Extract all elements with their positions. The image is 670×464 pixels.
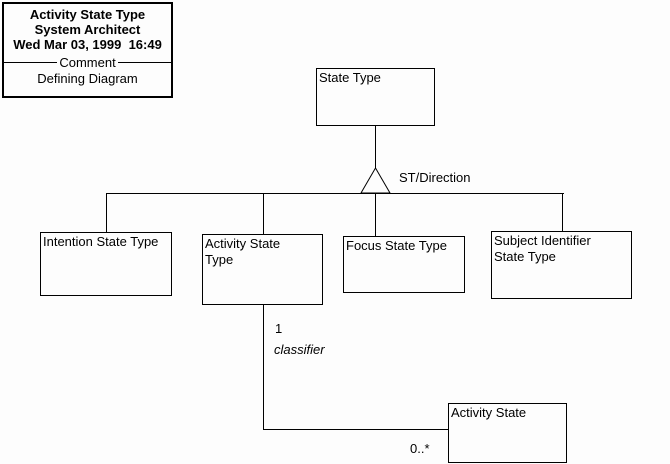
edge-to-activity-state-type [263,193,264,234]
generalization-label: ST/Direction [399,170,471,185]
node-intention-state-type[interactable]: Intention State Type [40,232,172,296]
node-subject-identifier-state-type[interactable]: Subject Identifier State Type [491,231,632,299]
defining-diagram-label: Defining Diagram [37,71,138,86]
node-activity-state-type[interactable]: Activity State Type [202,234,323,305]
generalization-tree-bar [106,193,564,194]
node-activity-state-label: Activity State [451,405,527,420]
edge-to-intention-state-type [106,193,107,232]
node-state-type-label: State Type [319,70,381,85]
comment-divider-label: Comment [59,55,116,70]
multiplicity-many-label: 0..* [410,441,430,456]
generalization-triangle-icon [360,167,391,194]
node-focus-state-type[interactable]: Focus State Type [343,236,465,293]
edge-statetype-to-triangle [375,126,376,168]
diagram-title: Activity State Type [29,7,146,22]
comment-divider: Comment [4,55,172,70]
association-vertical-segment [263,305,264,429]
edge-to-subject-identifier-state-type [562,193,563,231]
diagram-timestamp: Wed Mar 03, 1999 16:49 [13,37,162,52]
node-state-type[interactable]: State Type [316,68,435,126]
role-classifier-label: classifier [274,342,325,357]
divider-rule-left [4,62,58,63]
diagram-title-box: Activity State Type System Architect Wed… [2,2,173,98]
node-focus-state-type-label: Focus State Type [346,238,447,253]
divider-rule-right [117,62,172,63]
association-horizontal-segment [263,429,449,430]
tool-name: System Architect [34,22,141,37]
edge-to-focus-state-type [375,193,376,236]
multiplicity-one-label: 1 [275,321,283,336]
node-subject-identifier-state-type-label: Subject Identifier State Type [494,233,591,264]
node-activity-state-type-label: Activity State Type [205,236,281,267]
node-intention-state-type-label: Intention State Type [43,234,159,249]
node-activity-state[interactable]: Activity State [448,403,567,463]
